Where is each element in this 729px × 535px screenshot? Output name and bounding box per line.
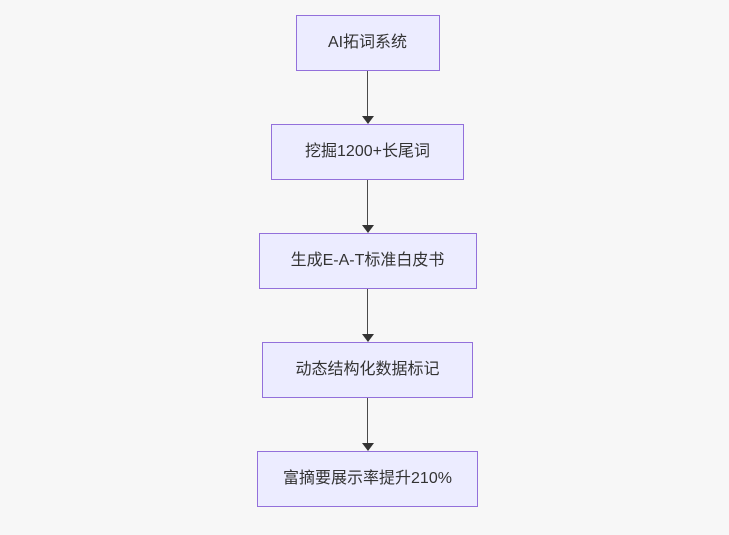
arrow-down-icon (361, 116, 374, 124)
edge-a-to-b (361, 71, 374, 124)
node-generate-eat-whitepaper: 生成E-A-T标准白皮书 (258, 233, 477, 289)
node-mine-longtail-keywords: 挖掘1200+长尾词 (271, 124, 464, 180)
node-ai-keyword-expansion-system: AI拓词系统 (295, 15, 440, 71)
edge-line (367, 398, 368, 443)
edge-line (367, 71, 368, 116)
node-dynamic-structured-data-markup: 动态结构化数据标记 (262, 342, 473, 398)
edge-line (367, 180, 368, 225)
arrow-down-icon (361, 443, 374, 451)
node-label: 动态结构化数据标记 (295, 361, 440, 378)
node-label: AI拓词系统 (327, 34, 408, 51)
node-label: 挖掘1200+长尾词 (305, 143, 430, 160)
arrow-down-icon (361, 334, 374, 342)
edge-line (367, 289, 368, 334)
flowchart-diagram: AI拓词系统 挖掘1200+长尾词 生成E-A-T标准白皮书 动态结构化数据标记… (3, 0, 729, 535)
node-label: 富摘要展示率提升210% (283, 470, 452, 487)
node-rich-snippet-rate-increase: 富摘要展示率提升210% (257, 451, 478, 507)
edge-c-to-d (361, 289, 374, 342)
edge-b-to-c (361, 180, 374, 233)
node-label: 生成E-A-T标准白皮书 (290, 252, 445, 269)
arrow-down-icon (361, 225, 374, 233)
edge-d-to-e (361, 398, 374, 451)
